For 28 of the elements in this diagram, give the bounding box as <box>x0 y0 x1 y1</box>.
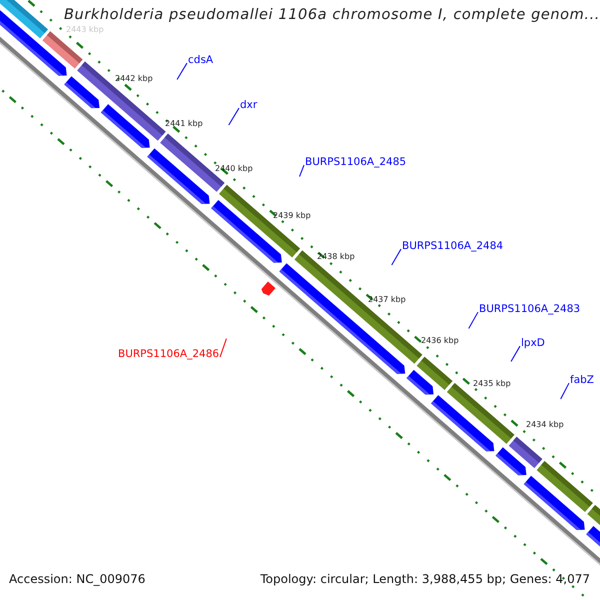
gene-label: BURPS1106A_2483 <box>479 303 580 316</box>
scale-label: 2440 kbp <box>215 164 253 174</box>
leader-line <box>220 338 227 358</box>
gene-label: BURPS1106A_2486 <box>118 348 220 360</box>
leader-line <box>228 108 240 126</box>
gene-label: BURPS1106A_2485 <box>305 156 406 168</box>
scale-label: 2438 kbp <box>317 252 355 262</box>
leader-line <box>299 164 304 178</box>
accession-text: Accession: NC_009076 <box>9 573 146 587</box>
gene-label: lpxD <box>521 337 545 350</box>
gene-label: dxr <box>240 99 258 112</box>
gene-label: cdsA <box>188 54 214 66</box>
scale-label: 2435 kbp <box>473 379 511 388</box>
scale-label: 2436 kbp <box>421 336 459 346</box>
scale-label: 2439 kbp <box>273 211 311 220</box>
scale-label: 2441 kbp <box>165 119 203 128</box>
scale-label: 2442 kbp <box>115 74 153 84</box>
leader-line <box>510 346 520 362</box>
leader-line <box>176 62 188 80</box>
leader-line <box>560 382 570 400</box>
title: Burkholderia pseudomallei 1106a chromosome I, complete genom... <box>64 7 600 24</box>
leader-line <box>391 248 402 266</box>
scale-label: 2437 kbp <box>368 295 406 304</box>
scale-label: 2434 kbp <box>526 420 564 430</box>
gene-label: BURPS1106A_2484 <box>402 240 504 252</box>
gene-label: fabZ <box>570 374 594 386</box>
genome-info-text: Topology: circular; Length: 3,988,455 bp; Genes: 4,077 <box>260 573 590 587</box>
leader-line <box>468 312 478 330</box>
